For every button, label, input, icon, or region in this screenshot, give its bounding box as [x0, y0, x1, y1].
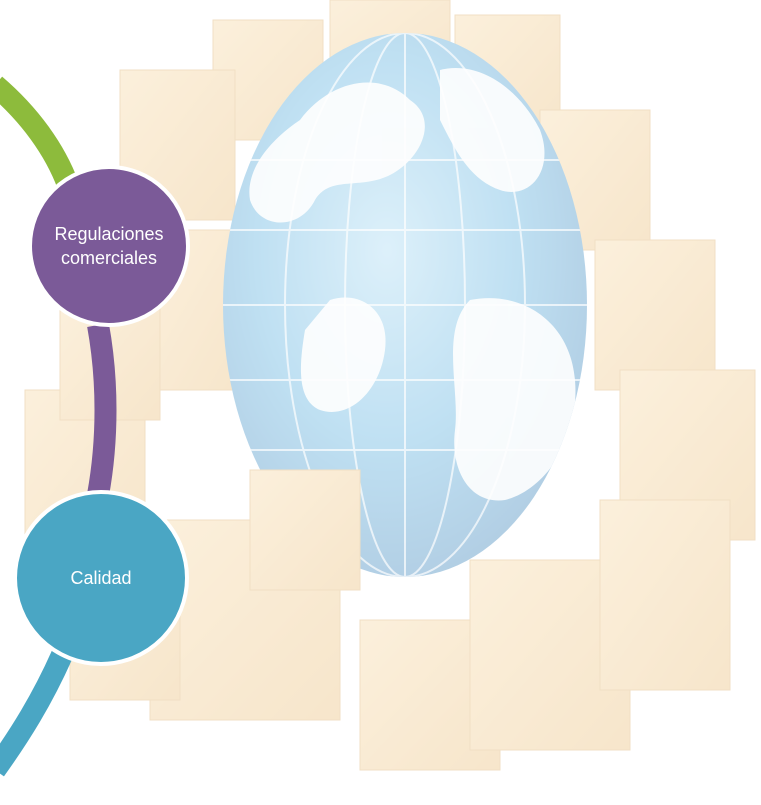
node-calidad: Calidad: [13, 490, 189, 666]
connector-arc-purple: [87, 323, 117, 497]
node-label: Regulaciones comerciales: [54, 223, 164, 268]
connector-arc-green: [0, 76, 79, 189]
connector-arc-teal: [0, 650, 73, 777]
node-regulaciones-comerciales: Regulaciones comerciales: [28, 165, 190, 327]
node-label: Calidad: [70, 567, 132, 588]
globe-icon: [223, 33, 587, 577]
